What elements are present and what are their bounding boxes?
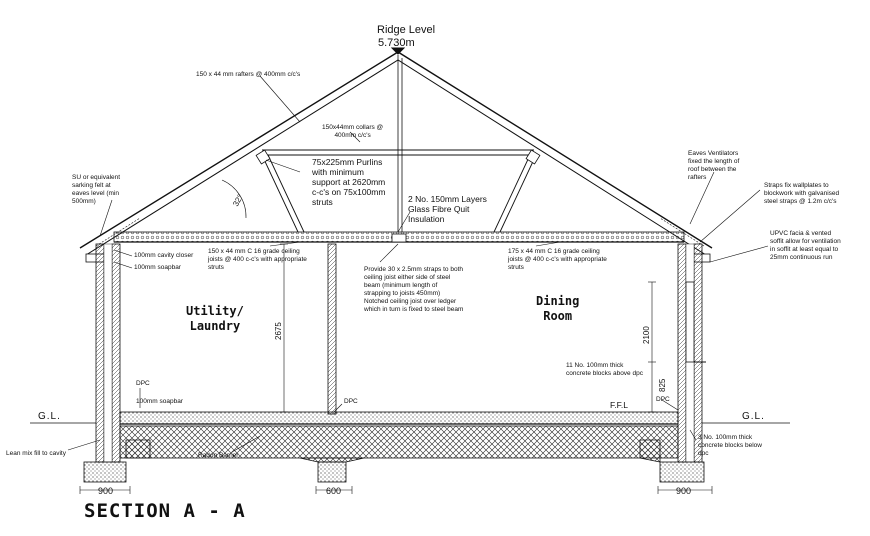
upvc-label: UPVC facia & vented soffit allow for ven… [770, 230, 841, 261]
dpc-left-label: DPC [136, 380, 150, 387]
ground-level-left: G.L. [38, 411, 61, 422]
walls [95, 243, 706, 463]
eaves-vent-label: Eaves Ventilators fixed the length of ro… [688, 150, 740, 181]
ceiling-height-dim: 2675 [274, 322, 283, 340]
window-height-dim: 2100 [642, 326, 651, 344]
straps-label: Straps fix wallplates to blockwork with … [764, 182, 840, 205]
dimension-lines [79, 179, 713, 494]
leader-lines [67, 75, 769, 453]
collars-label: 150x44mm collars @ 400mm c/c's [322, 124, 384, 139]
sarking-label: SU or equivalent sarking felt at eaves l… [72, 174, 121, 205]
joists-right-label: 175 x 44 mm C 16 grade ceiling joists @ … [508, 248, 607, 271]
soapbar-bottom-label: 100mm soapbar [136, 398, 183, 405]
section-title: SECTION A - A [84, 500, 246, 522]
ffl-label: F.F.L [610, 400, 628, 410]
dpc-right-label: DPC [656, 396, 670, 403]
cavity-closer-label: 100mm cavity closer [134, 252, 194, 259]
blocks-below-label: 3 No. 100mm thick concrete blocks below … [698, 434, 762, 457]
steel-straps-label: Provide 30 x 2.5mm straps to both ceilin… [364, 266, 464, 313]
footing-right-dim: 900 [676, 486, 692, 496]
joists-left-label: 150 x 44 mm C 16 grade ceiling joists @ … [208, 248, 307, 271]
soapbar-top-label: 100mm soapbar [134, 264, 181, 271]
dpc-mid-label: DPC [344, 398, 358, 405]
ridge-label: Ridge Level [377, 24, 436, 36]
rafters-label: 150 x 44 mm rafters @ 400mm c/c's [196, 71, 301, 78]
ceiling-insulation [113, 231, 685, 243]
floor-slab [119, 411, 679, 459]
ridge-value: 5.730m [378, 37, 415, 49]
ground-level-right: G.L. [742, 411, 765, 422]
roof [79, 47, 713, 263]
sill-height-dim: 825 [658, 378, 667, 392]
room-dining: Dining Room [536, 294, 580, 323]
purlins-label: 75x225mm Purlins with minimum support at… [312, 157, 386, 207]
radon-barrier-label: Radon Barrier [198, 452, 239, 459]
foundations [83, 439, 705, 483]
blocks-above-label: 11 No. 100mm thick concrete blocks above… [566, 362, 643, 377]
footing-left-dim: 900 [98, 486, 114, 496]
insulation-label: 2 No. 150mm Layers Glass Fibre Quit Insu… [408, 194, 487, 224]
lean-mix-label: Lean mix fill to cavity [6, 450, 66, 457]
footing-mid-dim: 600 [326, 486, 342, 496]
room-utility-laundry: Utility/ Laundry [186, 304, 244, 333]
